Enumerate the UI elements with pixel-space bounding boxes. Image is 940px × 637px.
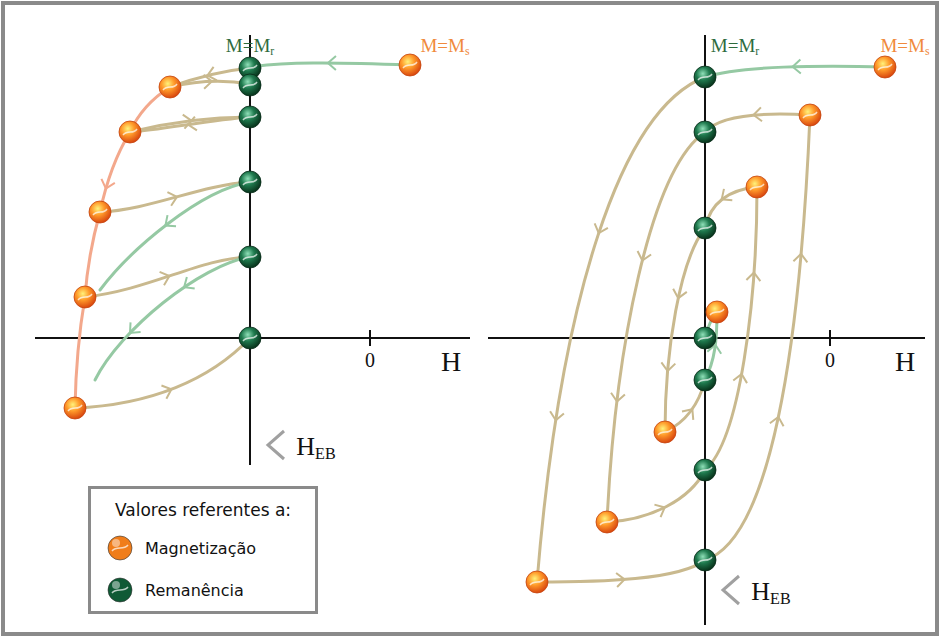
remanence-point: [694, 549, 716, 571]
direction-chevron: [753, 107, 762, 122]
direction-chevron: [733, 373, 748, 383]
direction-chevron: [161, 215, 176, 231]
magnetization-curve: [537, 77, 705, 582]
magnetization-curve: [75, 338, 250, 408]
curves: [75, 56, 885, 587]
direction-chevron: [125, 322, 141, 337]
magnetization-curve: [537, 560, 705, 582]
magnetization-curve: [705, 115, 810, 560]
direction-chevron: [770, 415, 785, 426]
frame: [3, 3, 937, 634]
direction-chevron: [682, 405, 698, 420]
magnetization-curve: [607, 470, 705, 522]
axis-label: M=Ms: [420, 36, 469, 55]
direction-chevron: [167, 190, 178, 206]
magnetization-point: [119, 121, 141, 143]
magnetization-curve: [100, 182, 250, 212]
magnetization-point: [526, 571, 548, 593]
remanence-point: [694, 459, 716, 481]
direction-chevron: [204, 74, 213, 88]
direction-chevron: [654, 501, 667, 517]
legend-row: Magnetização: [91, 533, 256, 563]
direction-chevron: [746, 272, 761, 281]
remanence-point: [239, 327, 261, 349]
direction-chevron: [160, 269, 172, 285]
direction-chevron: [636, 251, 652, 262]
magnetization-point: [89, 201, 111, 223]
tick-label: 0: [825, 350, 835, 370]
direction-chevron: [793, 253, 808, 262]
magnetization-curve: [607, 132, 705, 522]
remanence-point: [239, 106, 261, 128]
direction-chevron: [792, 60, 800, 74]
axis-label: M=Mr: [226, 36, 274, 55]
tick-label: 0: [365, 350, 375, 370]
axis-title: H: [441, 348, 461, 376]
axis-line: [369, 330, 371, 346]
magnetization-point: [159, 76, 181, 98]
direction-chevron: [661, 362, 676, 371]
legend-swatch: [105, 575, 135, 605]
legend-title: Valores referentes a:: [115, 502, 291, 519]
remanence-point: [694, 121, 716, 143]
magnetization-point: [596, 511, 618, 533]
field-label: HEB: [296, 434, 335, 460]
magnetization-point: [74, 286, 96, 308]
remanence-point: [239, 246, 261, 268]
remanence-point: [694, 66, 716, 88]
direction-chevron: [592, 223, 608, 235]
magnetization-point: [64, 397, 86, 419]
direction-chevron: [718, 189, 733, 205]
magnetization-curve: [95, 257, 250, 380]
remanence-point: [694, 327, 716, 349]
magnetization-point: [706, 301, 728, 323]
legend-swatch: [105, 533, 135, 563]
direction-chevron: [161, 383, 173, 399]
remanence-point: [239, 171, 261, 193]
direction-chevron: [187, 117, 197, 132]
remanence-point: [239, 74, 261, 96]
direction-chevron: [549, 411, 564, 421]
exchange-bias-marker: [723, 576, 739, 604]
direction-chevron: [616, 572, 625, 587]
legend-row: Remanência: [91, 575, 244, 605]
magnetization-point: [654, 421, 676, 443]
magnetization-curve: [75, 87, 170, 408]
legend-text: Remanência: [145, 581, 244, 600]
magnetization-point: [799, 104, 821, 126]
magnetization-curve: [705, 114, 810, 132]
magnetization-point: [874, 56, 896, 78]
legend-text: Magnetização: [145, 539, 256, 558]
remanence-point: [694, 369, 716, 391]
direction-chevron: [671, 289, 686, 300]
exchange-bias-marker: [268, 431, 284, 459]
axis-label: M=Mr: [711, 36, 759, 55]
field-label: HEB: [751, 579, 790, 605]
axis-title: H: [895, 348, 915, 376]
direction-chevron: [328, 56, 336, 70]
direction-chevron: [99, 179, 115, 191]
axis-line: [829, 330, 831, 346]
axis-label: M=Ms: [880, 36, 929, 55]
remanence-point: [694, 217, 716, 239]
magnetization-point: [399, 54, 421, 76]
magnetization-point: [746, 176, 768, 198]
direction-chevron: [180, 277, 194, 293]
direction-chevron: [610, 393, 625, 403]
